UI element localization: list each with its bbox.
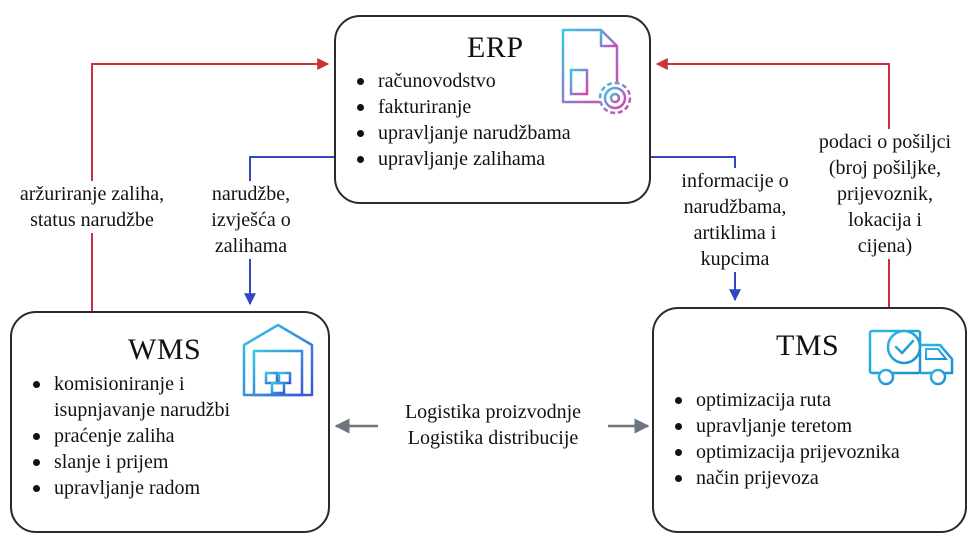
- wms-function-list: komisioniranje i isupnjavanje narudžbi p…: [30, 371, 230, 501]
- erp-function-list: računovodstvo fakturiranje upravljanje n…: [354, 68, 571, 172]
- list-item: praćenje zaliha: [30, 423, 230, 449]
- wms-box: WMS komisioniranje i isupnjavanje narudž…: [10, 311, 330, 533]
- warehouse-icon: [242, 323, 314, 397]
- list-item: upravljanje narudžbama: [354, 120, 571, 146]
- list-item: komisioniranje i isupnjavanje narudžbi: [30, 371, 230, 423]
- delivery-truck-icon: [866, 329, 954, 386]
- erp-title: ERP: [467, 31, 524, 64]
- list-item: slanje i prijem: [30, 449, 230, 475]
- erp-to-tms-label: informacije o narudžbama, artiklima i ku…: [655, 168, 815, 272]
- list-item: upravljanje zalihama: [354, 146, 571, 172]
- tms-box: TMS optimizacija ruta upravljanje tereto…: [652, 307, 967, 533]
- list-item: fakturiranje: [354, 94, 571, 120]
- erp-box: ERP računovodstvo fakturiranje upravljan…: [334, 15, 651, 204]
- list-item: način prijevoza: [672, 465, 900, 491]
- document-gear-icon: [561, 28, 632, 115]
- wms-title: WMS: [128, 333, 202, 366]
- list-item: računovodstvo: [354, 68, 571, 94]
- erp-to-wms-label: narudžbe, izvješća o zalihama: [196, 181, 306, 259]
- list-item: optimizacija prijevoznika: [672, 439, 900, 465]
- list-item: upravljanje teretom: [672, 413, 900, 439]
- wms-tms-label: Logistika proizvodnje Logistika distribu…: [378, 399, 608, 451]
- tms-to-erp-label: podaci o pošiljci (broj pošiljke, prijev…: [800, 129, 970, 259]
- list-item: optimizacija ruta: [672, 387, 900, 413]
- wms-to-erp-label: aržuriranje zaliha, status narudžbe: [2, 181, 182, 233]
- tms-title: TMS: [776, 329, 840, 362]
- list-item: upravljanje radom: [30, 475, 230, 501]
- tms-function-list: optimizacija ruta upravljanje teretom op…: [672, 387, 900, 491]
